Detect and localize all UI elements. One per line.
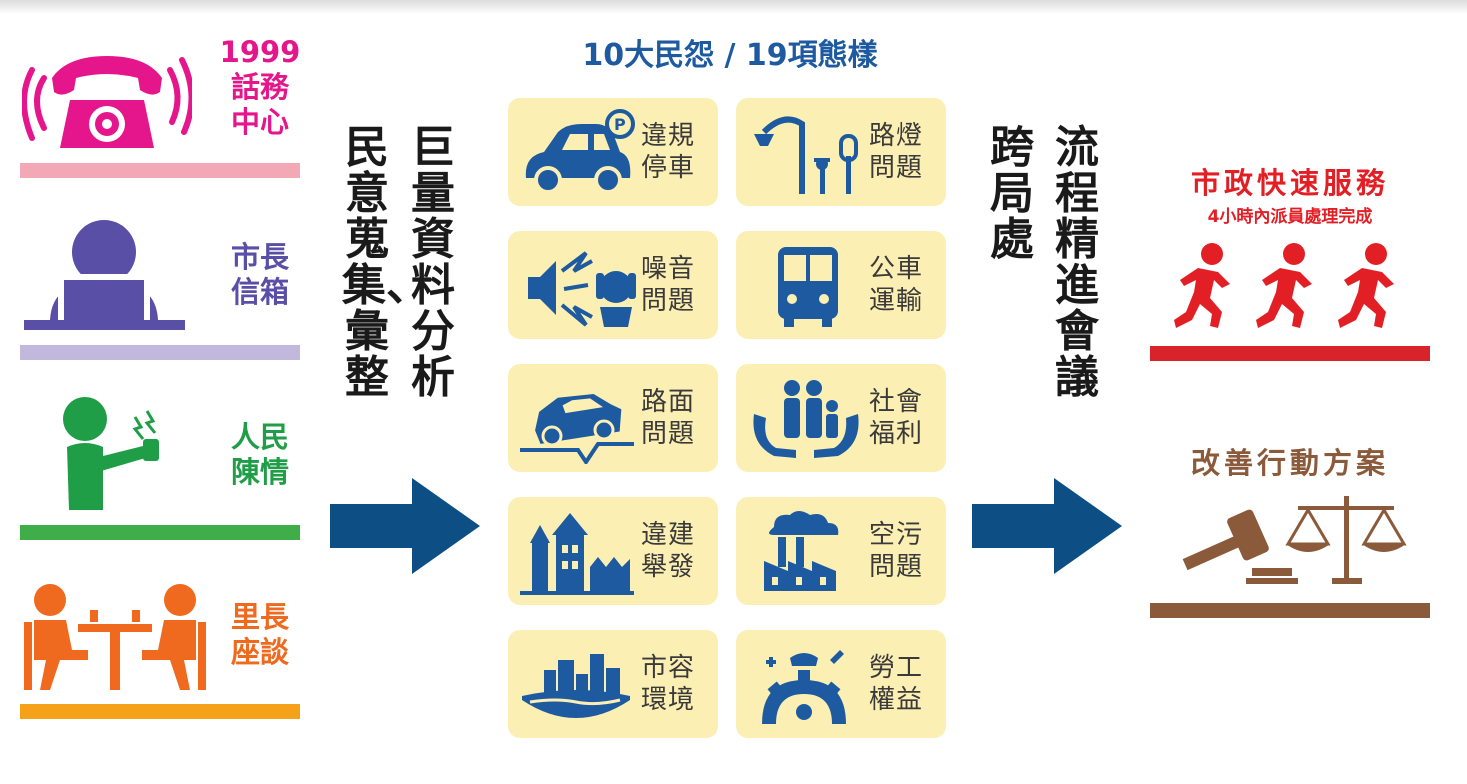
analysis-text: 巨量資料分析 bbox=[411, 122, 455, 403]
flow-arrow-right bbox=[972, 478, 1122, 574]
category-card: 公車運輸 bbox=[736, 231, 946, 339]
category-card: P 違規停車 bbox=[508, 98, 718, 206]
category-card: 噪音問題 bbox=[508, 231, 718, 339]
runner-figure bbox=[1174, 243, 1230, 328]
category-label: 公車運輸 bbox=[868, 254, 923, 316]
category-label: 違規停車 bbox=[640, 121, 695, 183]
top-shadow bbox=[0, 0, 1467, 14]
car-parking-icon: P bbox=[525, 109, 635, 194]
category-label: 違建舉發 bbox=[640, 520, 695, 582]
collect-text: 民意蒐集、彙整 bbox=[342, 122, 430, 403]
service-title: 市政快速服務 bbox=[1190, 166, 1389, 200]
source-bar bbox=[20, 163, 300, 178]
category-card: 違建舉發 bbox=[508, 497, 718, 605]
category-card: 路面問題 bbox=[508, 364, 718, 472]
illegal-building-icon bbox=[520, 513, 634, 595]
telephone-icon bbox=[22, 56, 192, 148]
meeting-table-icon bbox=[24, 584, 206, 690]
service-bar bbox=[1150, 346, 1430, 361]
category-label: 路面問題 bbox=[640, 387, 695, 449]
source-bar bbox=[20, 525, 300, 540]
factory-smoke-icon bbox=[764, 511, 839, 591]
category-card: 市容環境 bbox=[508, 630, 718, 738]
noise-icon bbox=[528, 251, 636, 327]
category-label: 空污問題 bbox=[868, 520, 923, 582]
gavel-scale-icon bbox=[1182, 496, 1407, 584]
category-label: 市容環境 bbox=[640, 653, 695, 715]
category-label: 路燈問題 bbox=[868, 121, 923, 183]
labor-gear-icon bbox=[762, 650, 846, 724]
source-bar bbox=[20, 704, 300, 719]
source-label: 人民陳情 bbox=[230, 420, 289, 489]
category-label: 勞工權益 bbox=[868, 653, 923, 715]
grid-title: 10大民怨 / 19項態樣 bbox=[582, 38, 878, 73]
street-lamp-icon bbox=[754, 116, 858, 194]
source-bar bbox=[20, 345, 300, 360]
person-phone-icon bbox=[63, 397, 159, 510]
plan-bar bbox=[1150, 603, 1430, 618]
category-card: 社會福利 bbox=[736, 364, 946, 472]
road-car-icon bbox=[520, 394, 634, 464]
service-subtitle: 4小時內派員處理完成 bbox=[1207, 207, 1373, 227]
category-card: 空污問題 bbox=[736, 497, 946, 605]
cross-department-text: 跨局處 bbox=[990, 122, 1034, 265]
svg-text:P: P bbox=[614, 115, 626, 134]
source-label: 市長信箱 bbox=[230, 240, 289, 309]
laptop-user-icon bbox=[24, 220, 185, 330]
bus-icon bbox=[778, 247, 838, 327]
category-label: 社會福利 bbox=[868, 387, 923, 449]
flow-arrow-right bbox=[330, 478, 480, 574]
category-label: 噪音問題 bbox=[640, 254, 695, 316]
running-people-icon bbox=[1174, 243, 1394, 328]
family-hands-icon bbox=[753, 380, 859, 458]
plan-title: 改善行動方案 bbox=[1190, 446, 1389, 480]
source-label: 里長座談 bbox=[230, 600, 289, 669]
category-card: 路燈問題 bbox=[736, 98, 946, 206]
process-meeting-text: 流程精進會議 bbox=[1055, 122, 1099, 403]
category-card: 勞工權益 bbox=[736, 630, 946, 738]
city-island-icon bbox=[522, 654, 630, 718]
